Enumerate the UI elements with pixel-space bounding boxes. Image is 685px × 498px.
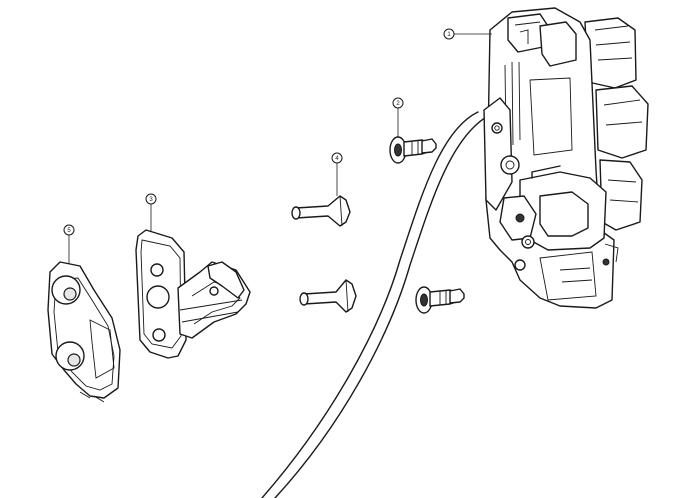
- striker: [135, 229, 251, 359]
- shoulder-bolt-upper: [389, 136, 437, 164]
- striker-shim: [47, 261, 121, 403]
- callout-1: 1: [443, 28, 492, 40]
- callout-4-label: 4: [335, 156, 339, 162]
- callout-2-label: 2: [396, 101, 400, 107]
- callout-5: 5: [63, 224, 75, 264]
- door-latch-assembly: [483, 7, 649, 309]
- shoulder-bolt-lower: [415, 286, 465, 314]
- callout-5-label: 5: [67, 228, 71, 234]
- latch-cable: [261, 111, 489, 498]
- callout-1-label: 1: [447, 32, 451, 38]
- flat-head-screw-lower: [299, 279, 357, 313]
- callout-2: 2: [392, 97, 404, 137]
- callout-4: 4: [331, 152, 343, 196]
- callout-3: 3: [145, 193, 157, 232]
- flat-head-screw-upper: [291, 195, 351, 227]
- callout-3-label: 3: [149, 197, 153, 203]
